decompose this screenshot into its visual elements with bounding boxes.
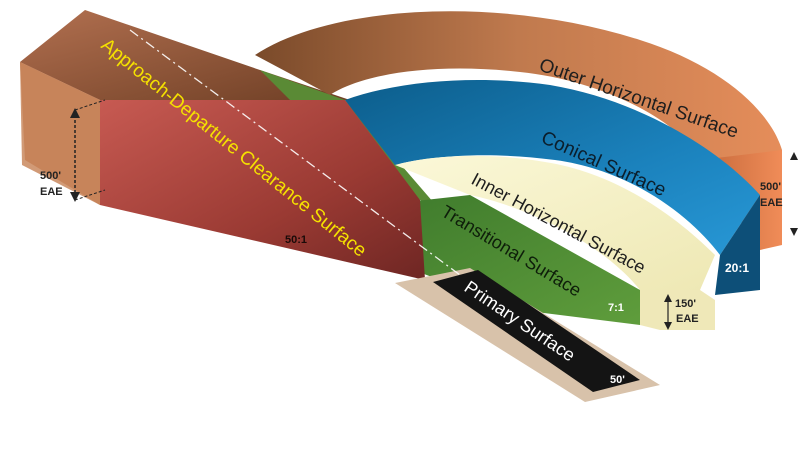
conical-surface <box>345 80 760 255</box>
right-height-value: 500' <box>760 181 781 193</box>
approach-ratio: 50:1 <box>285 234 307 246</box>
left-dim-arrow-bottom <box>70 192 80 202</box>
inner-horizontal-surface <box>395 155 715 290</box>
transitional-surface <box>380 195 640 325</box>
approach-note-line1: ON APPROACH SURFACE: EAE <box>10 236 178 248</box>
inner-dim-arrow-bottom <box>664 322 672 330</box>
approach-departure-surface <box>100 100 425 280</box>
left-dim-tick-bottom <box>74 189 106 201</box>
left-height-value: 500' <box>40 170 61 182</box>
transitional-ratio: 7:1 <box>608 302 624 314</box>
inner-dim-arrow-top <box>664 294 672 302</box>
right-dim-arrow-bottom <box>790 228 798 236</box>
inner-height-value: 150' <box>675 298 696 310</box>
primary-surface <box>433 270 640 392</box>
left-height-unit: EAE <box>40 186 63 198</box>
right-dim-arrow-top <box>790 152 798 160</box>
conical-ratio: 20:1 <box>725 261 749 275</box>
centerline <box>129 29 461 276</box>
left-dim-arrow-top <box>70 108 80 118</box>
approach-left-face <box>20 62 100 205</box>
approach-note-line2: INCREASES TOWARD FARTHER POINT <box>10 250 218 262</box>
inner-height-unit: EAE <box>676 313 699 325</box>
primary-offset: 50' <box>610 374 625 386</box>
right-height-unit: EAE <box>760 197 783 209</box>
inner-height-block <box>640 290 715 330</box>
outer-horizontal-top <box>255 11 782 180</box>
scale-note: NOT TO SCALE <box>355 436 471 452</box>
conical-side <box>715 195 760 295</box>
left-dim-tick-top <box>74 99 106 111</box>
